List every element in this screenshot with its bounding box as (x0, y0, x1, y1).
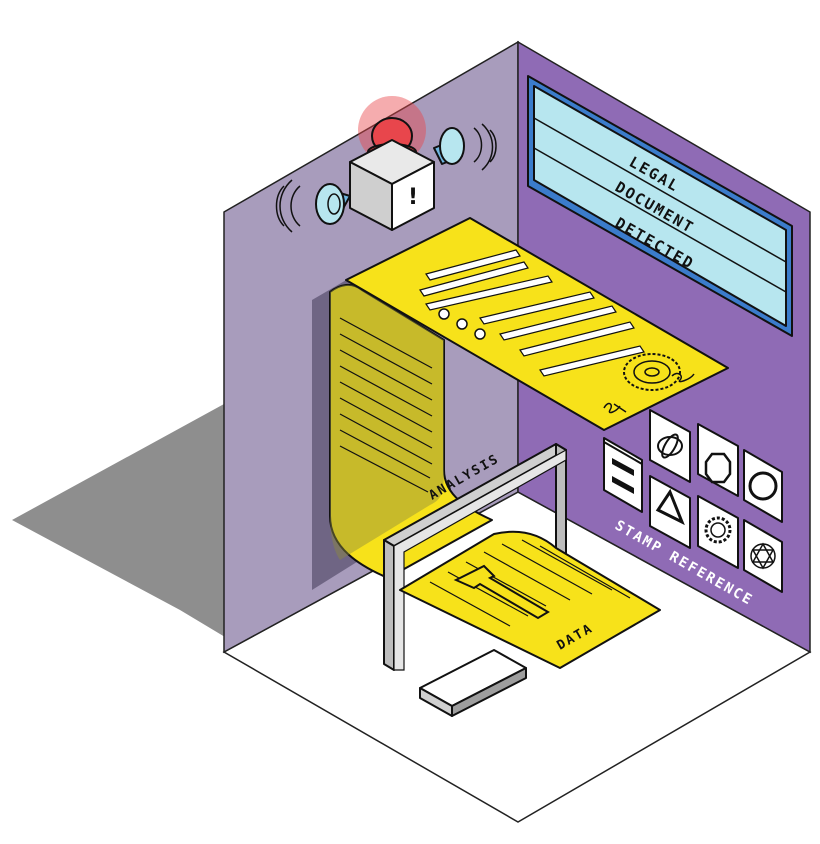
triangle-icon (655, 488, 685, 526)
signature-mark (603, 402, 627, 414)
data-sheet: DATA (399, 530, 661, 669)
alarm-siren: ! (275, 96, 497, 233)
stamp-card-octagon (697, 423, 739, 497)
stamp-card-triangle (649, 475, 691, 549)
scanner-base (419, 649, 527, 717)
circle-icon (748, 471, 778, 501)
octagon-icon (704, 452, 732, 484)
speaker-right-icon (433, 123, 497, 171)
hexagram-icon (751, 542, 775, 563)
stamp-card-hexagram (743, 519, 783, 593)
signature-mark-2 (671, 372, 695, 383)
speaker-left-icon (275, 179, 351, 233)
gear-ring-icon (704, 516, 732, 544)
detection-sign: LEGAL DOCUMENT DETECTED (527, 75, 793, 337)
direction-arrow-icon (453, 564, 550, 620)
stamp-card-gear-ring (697, 495, 739, 569)
double-bar-icon (612, 458, 634, 476)
ground-shadow (12, 404, 330, 700)
official-seal-icon (623, 353, 681, 391)
stamp-card-orbit (649, 409, 691, 483)
stamp-card-double-bar (603, 441, 643, 513)
stamp-card-circle (743, 449, 783, 523)
alarm-symbol: ! (408, 185, 418, 210)
